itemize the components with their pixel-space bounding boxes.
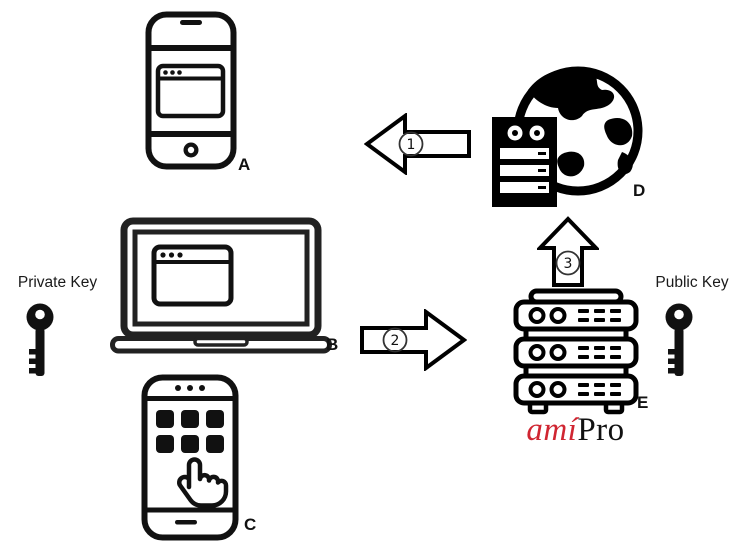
public-key-icon <box>665 303 693 376</box>
private-key-icon <box>26 303 54 376</box>
amipro-logo: amíPro <box>503 414 648 447</box>
node-label-c: C <box>244 515 257 534</box>
node-label-a: A <box>238 155 251 174</box>
smartphone-browser-icon <box>145 11 237 170</box>
node-label-e: E <box>637 393 649 412</box>
arrow-step-digit: 1 <box>407 137 416 153</box>
node-label-b: B <box>326 335 339 354</box>
logo-italic-part: amí <box>526 412 578 448</box>
block-arrow-right-icon: 2 <box>360 309 467 371</box>
tap-hand-icon <box>177 457 229 508</box>
arrow-step-digit: 3 <box>564 256 573 272</box>
globe-server-icon <box>492 66 643 207</box>
arrow-step-digit: 2 <box>391 333 400 349</box>
public-key-label: Public Key <box>655 274 729 291</box>
server-rack-icon <box>513 288 639 415</box>
block-arrow-up-icon: 3 <box>537 216 599 287</box>
logo-regular-part: Pro <box>577 412 625 448</box>
node-label-d: D <box>633 181 646 200</box>
block-arrow-left-icon: 1 <box>364 113 471 175</box>
smartphone-apps-tap-icon <box>141 374 239 541</box>
laptop-browser-icon <box>110 217 332 354</box>
private-key-label: Private Key <box>17 274 98 291</box>
